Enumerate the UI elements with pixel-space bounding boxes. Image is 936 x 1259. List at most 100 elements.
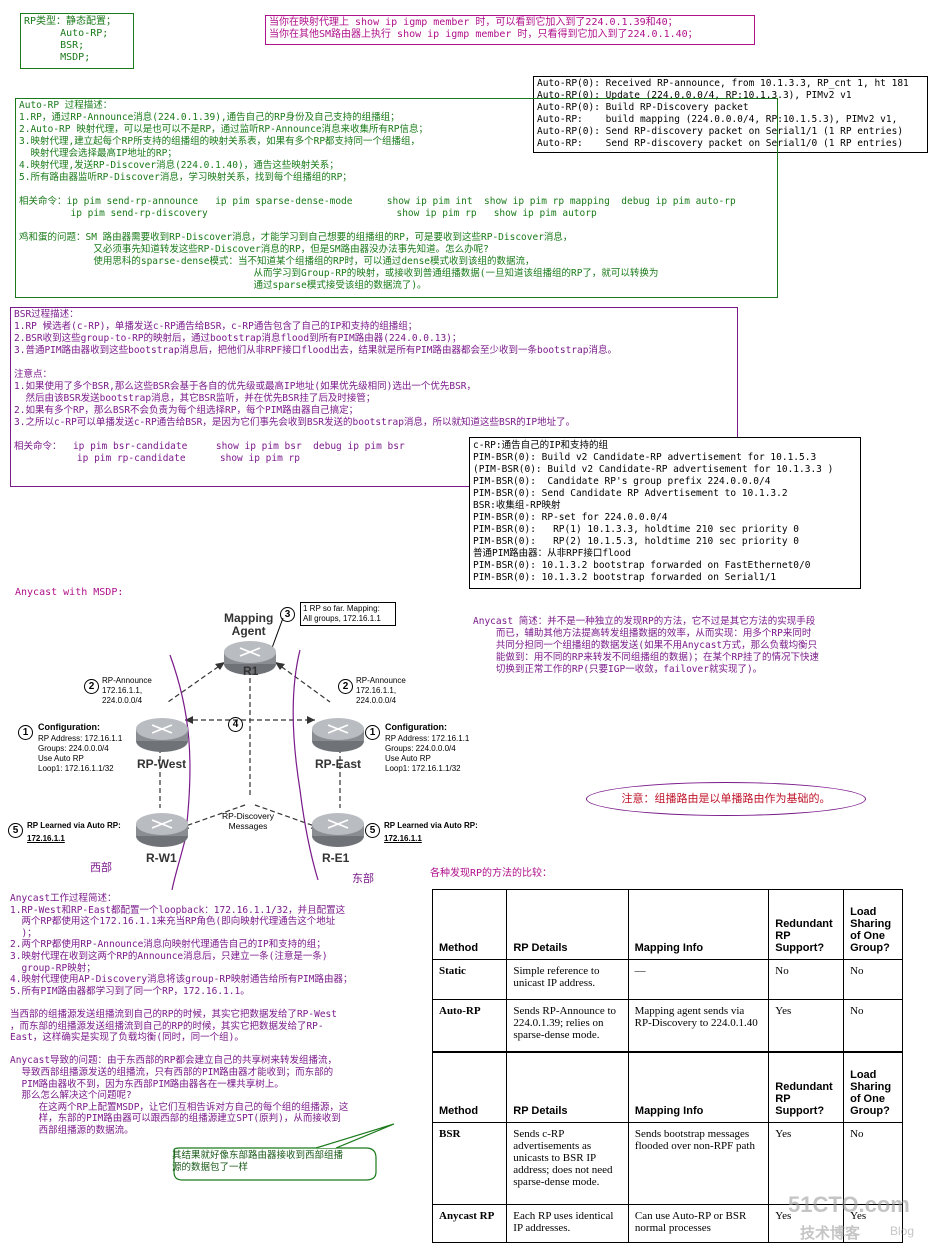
text-line: East，这样确实是实现了负载均衡(同时，同一个组)。 bbox=[10, 1032, 244, 1044]
router-rw1-icon bbox=[136, 813, 188, 847]
cell: Each RP uses identical IP addresses. bbox=[506, 1204, 629, 1243]
step-2-right-badge: 2 bbox=[338, 679, 353, 694]
text-line bbox=[19, 220, 774, 232]
text-line: Auto-RP(0): Update (224.0.0.0/4, RP:10.1… bbox=[537, 90, 852, 101]
text-line: BSR; bbox=[24, 40, 85, 51]
step-3-badge: 3 bbox=[280, 607, 295, 622]
text-line: 3.映射代理,建立起每个RP所支持的组播组的映射关系表，如果有多个RP都支持同一… bbox=[19, 136, 421, 147]
text-line: 又必须事先知道转发这些RP-Discover消息的RP，但是SM路由器没办法事先… bbox=[19, 244, 489, 255]
text-line: 共同分担同一个组播组的数据发送(如果不用Anycast方式，那么负载均衡只 bbox=[473, 640, 818, 651]
table-row: BSR Sends c-RP advertisements as unicast… bbox=[431, 1122, 903, 1205]
cell: No bbox=[768, 959, 845, 1000]
cell: — bbox=[627, 959, 770, 1000]
learn-right: 5 RP Learned via Auto RP: 172.16.1.1 bbox=[365, 820, 478, 843]
announce-right: 2 RP-Announce 172.16.1.1, 224.0.0.0/4 bbox=[338, 676, 406, 705]
mapping-agent-label: Mapping Agent bbox=[224, 611, 274, 638]
col-mapping-info: Mapping Info bbox=[627, 889, 770, 960]
bsr-process-box: BSR过程描述：1.RP 候选者(c-RP)，单播发送c-RP通告给BSR，c-… bbox=[10, 307, 738, 487]
text-line bbox=[19, 184, 774, 196]
text-line: c-RP:通告自己的IP和支持的组 bbox=[473, 440, 609, 451]
text-line: 然后由该BSR发送bootstrap消息，其它BSR监听，并在优先BSR挂了后及… bbox=[14, 393, 376, 404]
text-line: ip pim rp-candidate show ip pim rp bbox=[14, 453, 300, 464]
text-line: 1.RP-West和RP-East都配置一个loopback：172.16.1.… bbox=[10, 904, 346, 916]
text-line: 1.RP 候选者(c-RP)，单播发送c-RP通告给BSR，c-RP通告包含了自… bbox=[14, 321, 418, 332]
text-line: ip pim send-rp-discovery show ip pim rp … bbox=[19, 208, 597, 219]
step-4: 4 bbox=[228, 714, 246, 733]
east-label: 东部 bbox=[352, 872, 374, 885]
text-line: PIM-BSR(0): Candidate RP's group prefix … bbox=[473, 476, 771, 487]
text-line: PIM-BSR(0): 10.1.3.2 bootstrap forwarded… bbox=[473, 572, 777, 583]
autorp-process-text: Auto-RP 过程描述：1.RP，通过RP-Announce消息(224.0.… bbox=[19, 100, 774, 292]
text-line: 1.如果使用了多个BSR,那么这些BSR会基于各自的优先级或最高IP地址(如果优… bbox=[14, 381, 477, 392]
router-rp-west-icon bbox=[136, 718, 188, 752]
note-oval: 注意：组播路由是以单播路由作为基础的。 bbox=[586, 782, 866, 816]
re1-label: R-E1 bbox=[322, 851, 350, 865]
cell: Sends bootstrap messages flooded over no… bbox=[627, 1122, 770, 1205]
table-row: Static Simple reference to unicast IP ad… bbox=[431, 959, 903, 1000]
text-line: Anycast导致的问题：由于东西部的RP都会建立自己的共享树来转发组播流， bbox=[10, 1055, 337, 1067]
text-line: 西部组播源的数据流。 bbox=[10, 1124, 134, 1136]
cell: Mapping agent sends via RP-Discovery to … bbox=[627, 999, 770, 1052]
rp-east-label: RP-East bbox=[315, 757, 362, 771]
text-line: PIM-BSR(0): Build v2 Candidate-RP advert… bbox=[473, 452, 817, 463]
text-line: 3.普通PIM路由器收到这些bootstrap消息后，把他们从非RPF接口flo… bbox=[14, 345, 617, 356]
learn-left: 5 RP Learned via Auto RP: 172.16.1.1 bbox=[8, 820, 121, 843]
anycast-title: Anycast with MSDP: bbox=[15, 587, 124, 598]
note-oval-text: 注意：组播路由是以单播路由作为基础的。 bbox=[621, 792, 831, 805]
text-line: Auto-RP(0): Build RP-Discovery packet bbox=[537, 102, 749, 113]
text-line: )； bbox=[10, 927, 37, 939]
text-line: group-RP映射； bbox=[10, 962, 96, 974]
text-line: 在这两个RP上配置MSDP，让它们互相告诉对方自己的每个组的组播源，这 bbox=[10, 1101, 349, 1113]
router-rp-east-icon bbox=[312, 718, 364, 752]
col-method: Method bbox=[431, 1052, 508, 1123]
learn-right-text: RP Learned via Auto RP: bbox=[384, 821, 478, 830]
text-line: 2.如果有多个RP，那么BSR不会负责为每个组选择RP，每个PIM路由器自己搞定… bbox=[14, 405, 359, 416]
anycast-process: Anycast工作过程简述：1.RP-West和RP-East都配置一个loop… bbox=[10, 893, 353, 1136]
col-redundant: Redundant RP Support? bbox=[768, 1052, 845, 1123]
text-line: ，而东部的组播源发送组播流到自己的RP的时候，其实它把数据发给了RP- bbox=[10, 1020, 324, 1032]
text-line: 两个RP都使用这个172.16.1.1来充当RP角色(即向映射代理通告这个地址 bbox=[10, 916, 336, 928]
text-line: 样，东部的PIM路由器可以跟西部的组播源建立SPT(原判)，从而接收到 bbox=[10, 1113, 341, 1125]
col-rp-details: RP Details bbox=[506, 889, 629, 960]
step-5-right-badge: 5 bbox=[365, 823, 380, 838]
text-line: Auto-RP(0): Received RP-announce, from 1… bbox=[537, 78, 909, 89]
cell: Anycast RP bbox=[431, 1204, 508, 1243]
table-header-row: Method RP Details Mapping Info Redundant… bbox=[431, 1052, 903, 1123]
config-right: 1 Configuration: RP Address: 172.16.1.1 … bbox=[365, 722, 469, 773]
text-line: Auto-RP: build mapping (224.0.0.0/4, RP:… bbox=[537, 114, 898, 125]
step-4-badge: 4 bbox=[228, 717, 243, 732]
text-line: 5.所有路由器监听RP-Discover消息，学习映射关系，找到每个组播组的RP… bbox=[19, 172, 352, 183]
rp-type-text: RP类型：静态配置； Auto-RP; BSR; MSDP; bbox=[24, 16, 130, 64]
text-line: 当西部的组播源发送组播流到自己的RP的时候，其实它把数据发给了RP-West bbox=[10, 1008, 337, 1020]
cell: Can use Auto-RP or BSR normal processes bbox=[627, 1204, 770, 1243]
cell: Auto-RP bbox=[431, 999, 508, 1052]
text-line: PIM-BSR(0): Send Candidate RP Advertisem… bbox=[473, 488, 788, 499]
text-line: 4.映射代理使用AP-Discovery消息将该group-RP映射通告给所有P… bbox=[10, 974, 353, 986]
igmp-note-text: 当你在映射代理上 show ip igmp member 时，可以看到它加入到了… bbox=[269, 17, 751, 41]
cell: No bbox=[843, 959, 903, 1000]
text-line: (PIM-BSR(0): Build v2 Candidate-RP adver… bbox=[473, 464, 834, 475]
text-line: 2.两个RP都使用RP-Announce消息向映射代理通告自己的IP和支持的组； bbox=[10, 939, 326, 951]
rw1-label: R-W1 bbox=[146, 851, 177, 865]
text-line: 映射代理会选择最高IP地址的RP； bbox=[19, 148, 177, 159]
step-5-left-badge: 5 bbox=[8, 823, 23, 838]
text-line: BSR:收集组-RP映射 bbox=[473, 500, 561, 511]
text-line: 切换到正常工作的RP(只要IGP一收敛，failover就实现了)。 bbox=[473, 664, 763, 675]
text-line: 相关命令：ip pim send-rp-announce ip pim spar… bbox=[19, 196, 736, 207]
anycast-summary: Anycast 简述：并不是一种独立的发现RP的方法，它不过是其它方法的实现手段… bbox=[473, 616, 819, 676]
text-line: BSR过程描述： bbox=[14, 309, 79, 320]
text-line: MSDP; bbox=[24, 52, 91, 63]
config-left: 1 Configuration: RP Address: 172.16.1.1 … bbox=[18, 722, 122, 773]
note-3: 3 1 RP so far. Mapping: All groups, 172.… bbox=[280, 602, 396, 626]
col-rp-details: RP Details bbox=[506, 1052, 629, 1123]
result-note-bubble bbox=[173, 1123, 395, 1181]
autorp-debug-box: Auto-RP(0): Received RP-announce, from 1… bbox=[533, 76, 928, 153]
text-line: Auto-RP(0): Send RP-discovery packet on … bbox=[537, 126, 904, 137]
col-method: Method bbox=[431, 889, 508, 960]
text-line: PIM-BSR(0): RP(2) 10.1.5.3, holdtime 210… bbox=[473, 536, 800, 547]
learn-left-text: RP Learned via Auto RP: bbox=[27, 821, 121, 830]
text-line: 导致西部组播源发送的组播流，只有西部的PIM路由器才能收到；而东部的 bbox=[10, 1066, 334, 1078]
text-line: 而已，辅助其他方法提高转发组播数据的效率，从而实现：用多个RP来同时 bbox=[473, 628, 812, 639]
cell: Sends RP-Announce to 224.0.1.39; relies … bbox=[506, 999, 629, 1052]
text-line: 普通PIM路由器：从非RPF接口flood bbox=[473, 548, 631, 559]
